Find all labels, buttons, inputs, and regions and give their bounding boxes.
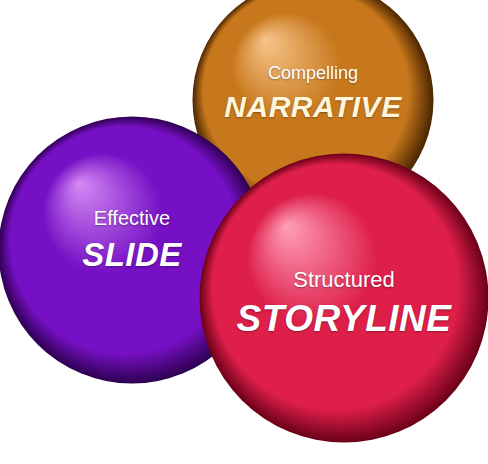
storyline-sphere: StructuredSTORYLINE — [199, 153, 488, 443]
sphere-adjective: Compelling — [268, 63, 358, 84]
sphere-adjective: Effective — [94, 207, 170, 230]
sphere-keyword: NARRATIVE — [224, 90, 401, 125]
sphere-adjective: Structured — [293, 267, 395, 292]
sphere-keyword: STORYLINE — [237, 298, 452, 341]
sphere-keyword: SLIDE — [82, 236, 182, 274]
sphere-shape — [199, 153, 488, 443]
